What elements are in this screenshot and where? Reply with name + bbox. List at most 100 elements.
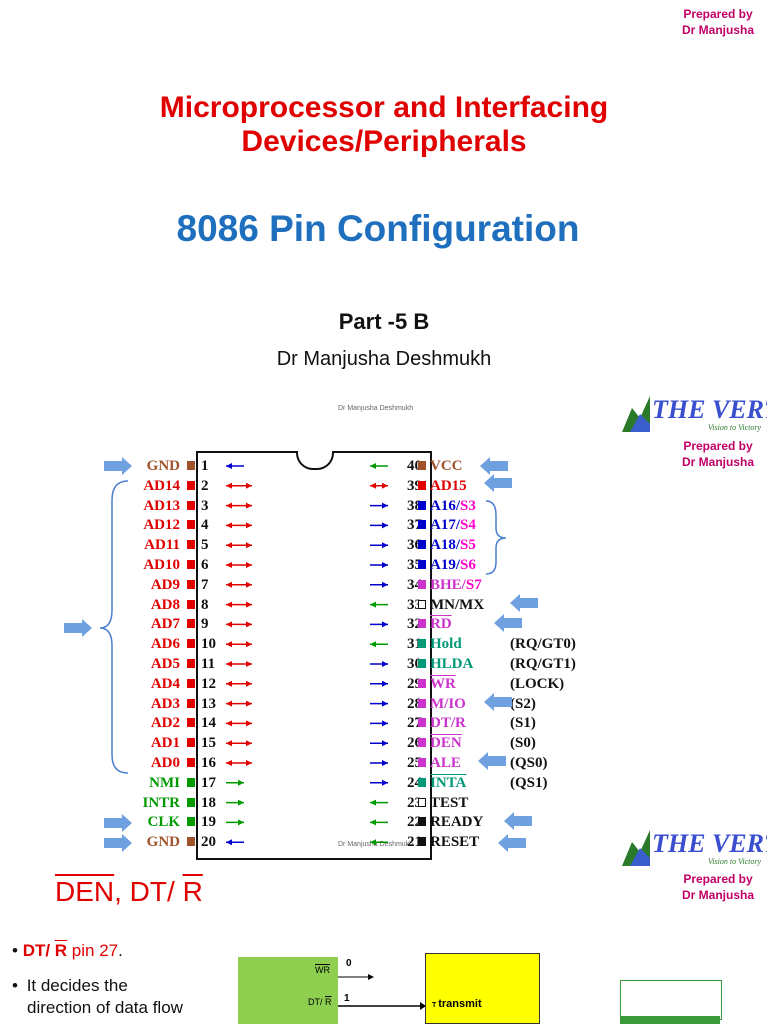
right-pin-label: HLDA bbox=[430, 656, 474, 672]
left-pin-marker bbox=[187, 540, 195, 550]
prepared-by-label-3: Prepared by Dr Manjusha bbox=[668, 871, 768, 903]
bullet-2: • It decides the direction of data flow bbox=[12, 976, 183, 1017]
right-pin-name: TEST bbox=[430, 793, 468, 813]
direction-arrowhead bbox=[238, 779, 244, 786]
right-pin-label: A16/ bbox=[430, 497, 460, 514]
vertex-logo-graphic: THE VERTEX Vision to Victory bbox=[622, 395, 768, 432]
direction-arrowhead bbox=[246, 720, 252, 727]
right-pin-marker bbox=[418, 797, 426, 807]
right-pin-marker bbox=[418, 718, 426, 728]
right-pin-marker bbox=[418, 777, 426, 787]
direction-arrowhead bbox=[370, 463, 376, 469]
direction-arrowhead bbox=[226, 641, 232, 648]
left-brace bbox=[99, 480, 129, 774]
section-title: DEN, DT/ R bbox=[55, 876, 203, 908]
right-pin-marker bbox=[418, 758, 426, 767]
left-pin-number: 12 bbox=[201, 675, 216, 692]
direction-arrowhead bbox=[246, 542, 252, 549]
left-pin-number: 7 bbox=[201, 576, 209, 593]
left-pin-marker bbox=[187, 480, 195, 490]
direction-arrowhead bbox=[246, 522, 252, 529]
right-pin-marker bbox=[418, 738, 426, 748]
right-pin-label: VCC bbox=[430, 458, 463, 474]
left-pin-marker bbox=[187, 639, 195, 649]
left-pin-marker bbox=[187, 520, 195, 530]
left-pin-number: 9 bbox=[201, 616, 209, 633]
right-pin-label: MN/MX bbox=[430, 596, 485, 613]
right-pin-marker bbox=[418, 461, 426, 470]
right-pin-marker bbox=[418, 579, 426, 589]
page-title: Microprocessor and Interfacing Devices/P… bbox=[0, 91, 768, 159]
right-pin-status: S3 bbox=[460, 497, 476, 514]
right-pin-name: M/IO bbox=[430, 694, 466, 714]
right-pin-name: DEN bbox=[430, 733, 462, 753]
direction-arrowhead bbox=[238, 819, 244, 826]
right-pin-label: RESET bbox=[430, 834, 480, 851]
direction-arrowhead bbox=[226, 562, 232, 568]
title-line1: Microprocessor and Interfacing bbox=[159, 91, 609, 124]
section-title-dt: , DT/ bbox=[114, 876, 183, 907]
left-pin-name: AD4 bbox=[150, 675, 180, 692]
right-pin-label: ALE bbox=[430, 755, 461, 771]
right-pin-status: S4 bbox=[460, 517, 476, 534]
left-pin-marker bbox=[187, 698, 195, 708]
prepared-by-line2: Dr Manjusha bbox=[681, 455, 754, 469]
right-pin-marker bbox=[418, 599, 426, 609]
direction-arrowhead bbox=[382, 680, 388, 687]
left-pin-name: AD1 bbox=[150, 735, 180, 752]
right-pin-max-mode: (S1) bbox=[510, 715, 536, 732]
part-label: Part -5 B bbox=[338, 309, 430, 334]
left-pin-name: AD12 bbox=[143, 517, 180, 534]
prepared-by-line2: Dr Manjusha bbox=[681, 23, 754, 37]
right-pin-marker bbox=[418, 659, 426, 668]
right-pin-marker bbox=[418, 520, 426, 530]
left-pin-number: 20 bbox=[201, 834, 216, 851]
left-pin-name: AD0 bbox=[150, 755, 180, 771]
left-pin-number: 18 bbox=[201, 794, 216, 811]
direction-arrowhead bbox=[370, 641, 376, 648]
direction-arrowhead bbox=[246, 601, 252, 608]
left-pin-name: GND bbox=[146, 834, 180, 851]
left-pin-number: 17 bbox=[201, 774, 216, 791]
direction-arrowhead bbox=[382, 720, 388, 727]
direction-arrowhead bbox=[226, 760, 232, 766]
chip-body bbox=[196, 451, 432, 860]
left-pin-name: INTR bbox=[142, 794, 180, 811]
left-pin-marker bbox=[187, 560, 195, 569]
left-pin-number: 11 bbox=[201, 656, 216, 672]
left-pin-marker bbox=[187, 500, 195, 510]
left-pin-marker bbox=[187, 659, 195, 668]
left-pin-number: 14 bbox=[201, 715, 216, 732]
direction-arrowhead bbox=[382, 740, 388, 747]
right-pin-status: S5 bbox=[460, 537, 476, 554]
left-pin-name: GND bbox=[146, 458, 180, 474]
left-pin-name: AD8 bbox=[150, 596, 180, 613]
direction-arrowhead bbox=[246, 562, 252, 568]
right-pin-label: RD bbox=[430, 616, 452, 633]
value-zero: 0 bbox=[346, 958, 352, 969]
vertex-logo-graphic-2: THE VERTEX Vision to Victory bbox=[622, 829, 768, 866]
title-line2: Devices/Peripherals bbox=[241, 125, 527, 158]
right-pin-name: INTA bbox=[430, 773, 466, 793]
left-pin-name: AD13 bbox=[143, 497, 180, 514]
direction-arrowhead bbox=[246, 700, 252, 707]
right-pin-max-mode: (QS1) bbox=[510, 774, 548, 791]
right-pin-name: READY bbox=[430, 812, 483, 832]
value-one: 1 bbox=[344, 993, 350, 1004]
direction-arrowhead bbox=[370, 819, 376, 826]
direction-arrowhead bbox=[246, 581, 252, 588]
direction-arrowhead bbox=[226, 542, 232, 549]
right-pin-label: READY bbox=[430, 814, 484, 831]
right-pin-label: BHE/ bbox=[430, 576, 466, 593]
direction-arrowhead bbox=[370, 482, 376, 489]
right-pin-marker bbox=[418, 698, 426, 708]
right-pin-label: DEN bbox=[430, 735, 462, 752]
prepared-by-line2: Dr Manjusha bbox=[681, 888, 754, 902]
section-title-den: DEN bbox=[55, 876, 115, 907]
right-pin-marker bbox=[418, 560, 426, 569]
left-pin-number: 4 bbox=[201, 517, 209, 534]
right-pin-name: A18/S5 bbox=[430, 535, 476, 555]
right-pin-marker bbox=[418, 817, 426, 827]
right-pin-name: DT/R bbox=[430, 713, 466, 733]
